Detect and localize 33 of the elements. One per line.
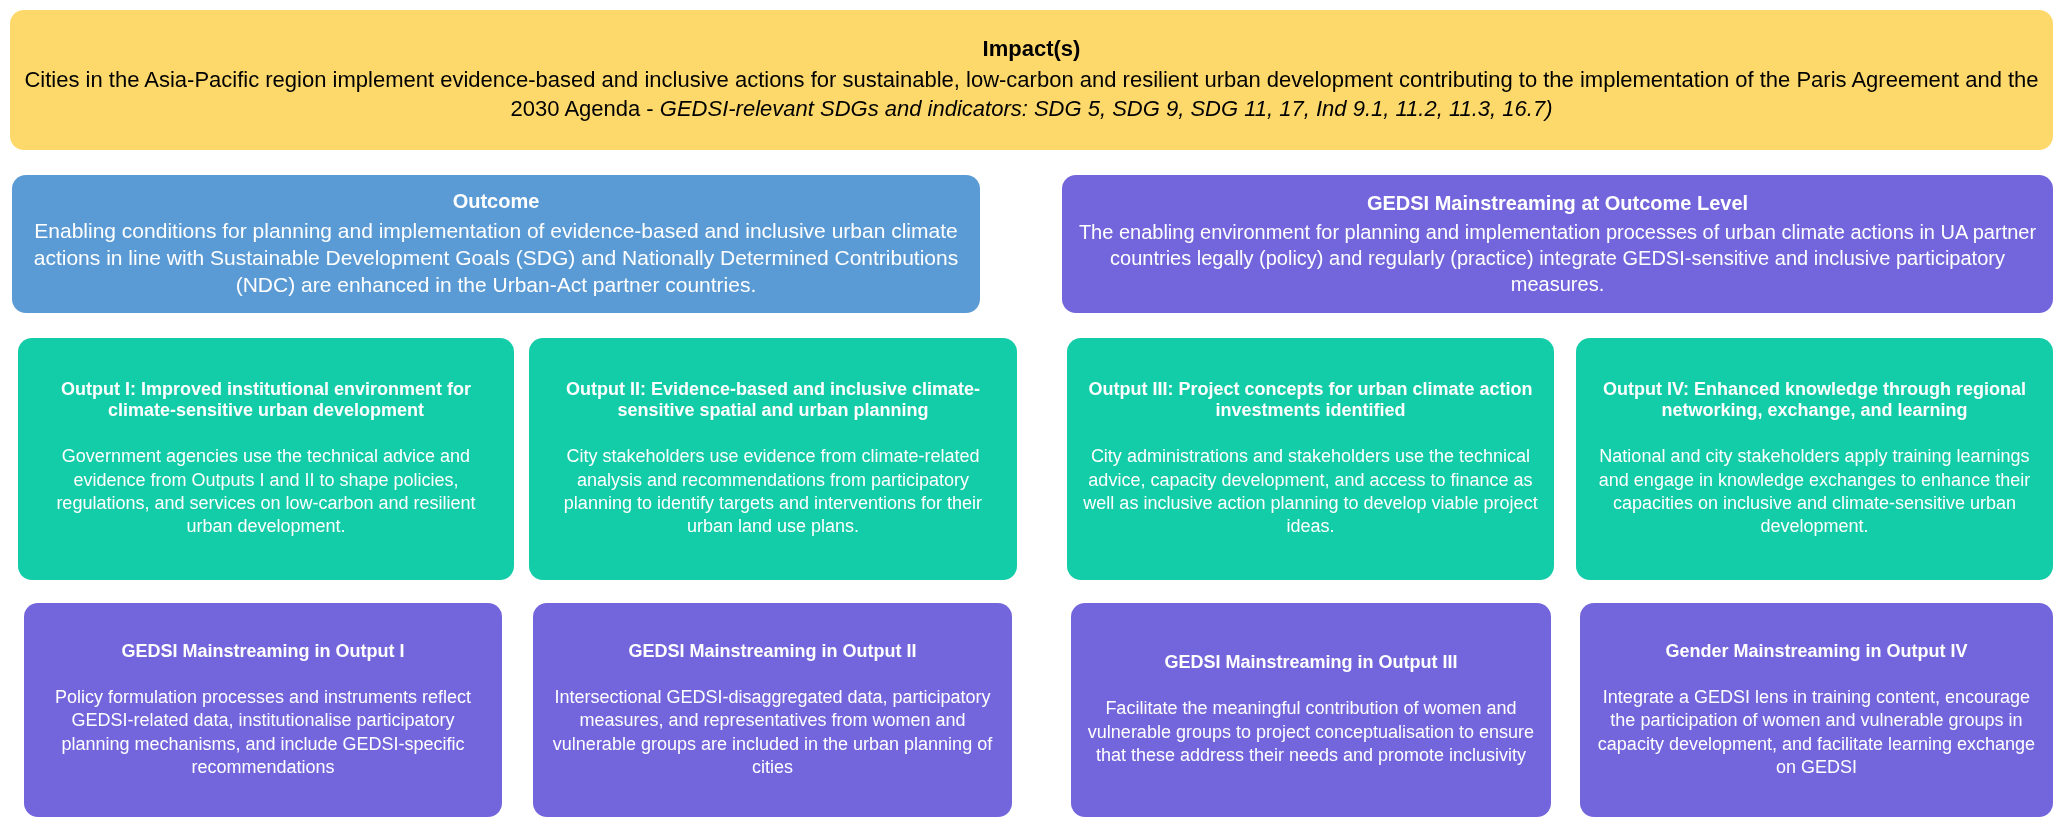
box-heading: GEDSI Mainstreaming in Output II [628,640,917,662]
box-heading: Outcome [452,189,540,213]
box-description: Intersectional GEDSI-disaggregated data, participatory measures, and representatives from women and vulnerable groups are included in the urban planning of cities [551,685,994,779]
box-heading: Output I: Improved institutional environment for climate-sensitive urban development [60,379,472,422]
box-heading: GEDSI Mainstreaming in Output I [121,640,405,662]
output-box [1576,338,2053,580]
box-description: Integrate a GEDSI lens in training content, encourage the participation of women and vulnerable groups in capacity development, and facilitate learning exchange on GEDSI [1596,685,2037,779]
gedsi-box [1580,603,2053,817]
box-description: Cities in the Asia-Pacific region implement evidence-based and inclusive actions for sustainable, low-carbon and resilient urban development contributing to the implementation of the Paris Agreement and the 2030 Agenda - GEDSI-relevant SDGs and indicators: SDG 5, SDG 9, SDG 11, 17, Ind 9.1, 11.2, 11.3, 16.7) [24,66,2039,123]
box-heading: Output II: Evidence-based and inclusive climate-sensitive spatial and urban planning [564,379,982,422]
gedsi-box [533,603,1012,817]
box-heading: GEDSI Mainstreaming in Output III [1164,652,1458,674]
outcome-box [12,175,980,313]
box-description: The enabling environment for planning and implementation processes of urban climate actions in UA partner countries legally (policy) and regularly (practice) integrate GEDSI-sensitive and inclusive participatory measures. [1077,219,2038,297]
outcome-gedsi-box [1062,175,2053,313]
box-description: City stakeholders use evidence from climate-related analysis and recommendations from participatory planning to identify targets and interventions for their urban land use plans. [562,445,984,539]
output-box [1067,338,1554,580]
box-heading: Output III: Project concepts for urban climate action investments identified [1087,379,1534,422]
box-heading: Gender Mainstreaming in Output IV [1665,640,1968,662]
impact-banner [10,10,2053,150]
box-description: City administrations and stakeholders use the technical advice, capacity development, and access to finance as well as inclusive action planning to develop viable project ideas. [1082,445,1539,539]
box-description: National and city stakeholders apply training learnings and engage in knowledge exchanges to enhance their capacities on inclusive and climate-sensitive urban development. [1597,445,2032,539]
box-heading: Output IV: Enhanced knowledge through regional networking, exchange, and learning [1602,379,2027,422]
box-description: Facilitate the meaningful contribution of women and vulnerable groups to project conceptualisation to ensure that these address their needs and promote inclusivity [1086,697,1536,768]
box-description: Policy formulation processes and instruments reflect GEDSI-related data, institutionalise participatory planning mechanisms, and include GEDSI-specific recommendations [53,685,473,779]
box-description: Government agencies use the technical advice and evidence from Outputs I and II to shape policies, regulations, and services on low-carbon and resilient urban development. [55,445,477,539]
box-heading: Impact(s) [982,36,1081,63]
box-heading: GEDSI Mainstreaming at Outcome Level [1366,191,1749,215]
output-box [18,338,514,580]
gedsi-box [24,603,502,817]
box-description: Enabling conditions for planning and implementation of evidence-based and inclusive urban climate actions in line with Sustainable Development Goals (SDG) and Nationally Determined Contributions (NDC) are enhanced in the Urban-Act partner countries. [32,217,960,299]
output-box [529,338,1017,580]
gedsi-box [1071,603,1551,817]
